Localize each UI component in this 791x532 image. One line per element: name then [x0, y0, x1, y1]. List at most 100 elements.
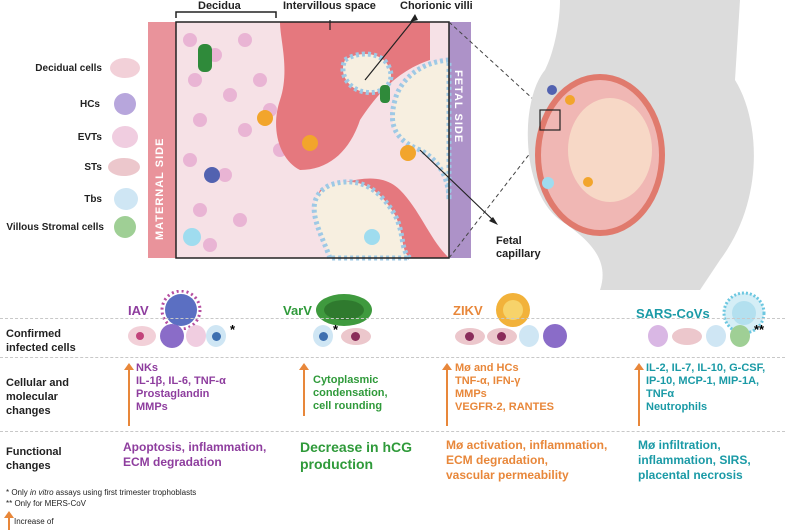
change-item: Mø and HCs [455, 362, 519, 374]
evt-cell-icon [186, 325, 206, 347]
decidua-label: Decidua [198, 0, 241, 12]
legend-item: Villous Stromal cells [6, 216, 140, 238]
virus-name: SARS-CoVs [636, 305, 710, 321]
hc-cell-icon [160, 324, 184, 348]
legend-item: Decidual cells [35, 58, 140, 78]
virus-particles [183, 44, 416, 246]
change-item: Apoptosis, inflammation, [123, 440, 267, 454]
evt-cell-icon [112, 126, 138, 148]
legend-label: EVTs [77, 131, 102, 143]
varv-functional-changes: Decrease in hCG production [300, 439, 412, 473]
nucleus [497, 332, 506, 341]
zikv-functional-changes: Mø activation, inflammation, ECM degrada… [446, 438, 607, 483]
coronavirus-icon [722, 291, 766, 335]
fetal-capillary-arrow [419, 149, 496, 223]
change-item: Neutrophils [646, 401, 708, 413]
fetal-side-label: FETAL SIDE [452, 70, 464, 144]
increase-arrow [442, 363, 452, 426]
iav-functional-changes: Apoptosis, inflammation, ECM degradation [123, 440, 266, 470]
legend-item: EVTs [78, 126, 140, 148]
row-divider [0, 318, 785, 319]
zikv-cellular-changes: Mø and HCs TNF-α, IFN-γ MMPs VEGFR-2, RA… [455, 362, 554, 414]
varv-cellular-changes: Cytoplasmic condensation, cell rounding [313, 374, 388, 413]
virus-name: ZIKV [453, 302, 483, 318]
chorionic-villi-label: Chorionic villi [400, 0, 473, 12]
increase-arrow [634, 363, 644, 426]
change-item: vascular permeability [446, 468, 569, 482]
placenta-illustration: Decidua Intervillous space Chorionic vil… [6, 0, 754, 290]
fetal-side-bar [449, 22, 471, 258]
evt-cell-icon [648, 325, 668, 347]
footnote-mers: ** Only for MERS-CoV [6, 499, 87, 508]
nucleus [319, 332, 328, 341]
increase-arrow [299, 363, 309, 416]
row-divider [0, 357, 785, 358]
increase-arrow [4, 511, 14, 530]
row-divider [0, 431, 785, 432]
footnote-star: ** [754, 322, 765, 337]
zikv-infected-cells [455, 322, 567, 350]
stromal-cell-icon [114, 216, 136, 238]
change-item: Mø activation, inflammation, [446, 438, 608, 452]
legend-label: Tbs [84, 193, 102, 205]
change-item: production [300, 456, 374, 472]
change-item: Prostaglandin [136, 388, 210, 400]
change-item: NKs [136, 362, 159, 374]
maternal-side-bar [148, 22, 176, 258]
change-item: IP-10, MCP-1, MIP-1A, [646, 375, 760, 387]
virus-name: VarV [283, 302, 312, 318]
legend-label: Decidual cells [35, 62, 102, 74]
increase-legend-label: Increase of [14, 517, 54, 526]
change-item: cell rounding [313, 400, 383, 412]
tb-cell-icon [114, 188, 138, 210]
sars-functional-changes: Mø infiltration, inflammation, SIRS, pla… [638, 438, 751, 483]
sars-cellular-changes: IL-2, IL-7, IL-10, G-CSF, IP-10, MCP-1, … [646, 362, 765, 414]
legend-label: Villous Stromal cells [6, 221, 104, 233]
change-item: Decrease in hCG [300, 439, 413, 455]
cellular-molecular-changes-label: Cellular and molecular changes [6, 377, 69, 417]
maternal-side-label: MATERNAL SIDE [154, 137, 166, 240]
footnote-star: * [230, 322, 236, 337]
placenta-diagram-svg [148, 0, 754, 290]
footnote-text: * Only [6, 488, 31, 497]
footnote-invitro: * Only in vitro assays using first trime… [6, 488, 196, 497]
legend-label: HCs [79, 98, 100, 110]
change-item: MMPs [455, 388, 487, 400]
footnote-star: * [333, 322, 339, 337]
change-item: TNF-α, IFN-γ [455, 375, 521, 387]
change-item: Cytoplasmic [313, 374, 379, 386]
decidual-cell-icon [110, 58, 140, 78]
fetal-capillary-label: Fetal capillary [496, 235, 541, 260]
iav-infected-cells: * [128, 322, 248, 350]
change-item: MMPs [136, 401, 168, 413]
legend-item: Tbs [84, 188, 140, 210]
nucleus [465, 332, 474, 341]
change-item: IL-2, IL-7, IL-10, G-CSF, [646, 362, 766, 374]
decidua-bracket [175, 11, 277, 18]
change-item: Mø infiltration, [638, 438, 721, 452]
chorionic-villi-arrow [364, 17, 416, 81]
legend-item: HCs [80, 93, 140, 115]
hc-cell-icon [114, 93, 136, 115]
stromal-cell-icon [730, 325, 750, 347]
footnote-italic: in vitro [30, 488, 54, 497]
change-item: IL-1β, IL-6, TNF-α [136, 375, 226, 387]
intervillous-space [276, 22, 430, 170]
functional-changes-label: Functional changes [6, 446, 62, 472]
tb-cell-icon [519, 325, 539, 347]
change-item: ECM degradation, [446, 453, 549, 467]
virus-name: IAV [128, 302, 149, 318]
villus [311, 179, 418, 261]
change-item: ECM degradation [123, 455, 222, 469]
iav-cellular-changes: NKs IL-1β, IL-6, TNF-α Prostaglandin MMP… [136, 362, 226, 414]
virus-header-sars: SARS-CoVs [636, 290, 772, 336]
zoom-box [539, 109, 561, 131]
fetus [568, 98, 652, 202]
footnote-text: assays using first trimester trophoblast… [53, 488, 197, 497]
legend-label: STs [84, 161, 102, 173]
legend-item: STs [84, 158, 140, 176]
change-item: inflammation, SIRS, [638, 453, 751, 467]
varv-infected-cells: * [313, 322, 413, 350]
tb-cell-icon [706, 325, 726, 347]
st-cell-icon [108, 158, 140, 176]
